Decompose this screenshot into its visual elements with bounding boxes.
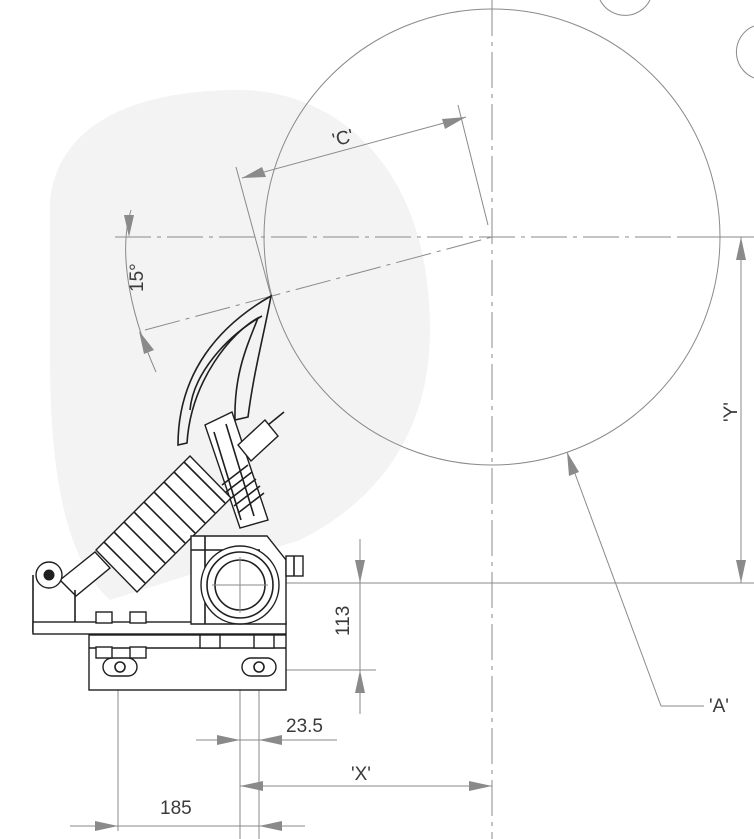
width-arrow-left — [95, 821, 118, 831]
blade-inner-line — [189, 315, 263, 411]
right-slot — [241, 657, 277, 677]
nut-1 — [95, 611, 113, 624]
y-label: 'Y' — [721, 402, 742, 422]
base-plate-top — [32, 621, 287, 635]
y-arrow-top — [736, 237, 746, 260]
rod-cylinder — [237, 418, 279, 463]
c-extension-left — [235, 166, 272, 297]
c-arrow-left — [242, 167, 266, 178]
angled-reference-line — [144, 236, 493, 331]
a-leader-line — [566, 451, 662, 707]
spring-rod — [58, 551, 112, 597]
callout-circle-top — [599, 0, 651, 16]
width-arrow-right — [259, 821, 282, 831]
mechanical-assembly — [32, 294, 304, 691]
nut-5 — [199, 634, 221, 649]
offset-arrow-right — [259, 735, 282, 745]
left-slot-bolt — [114, 661, 126, 673]
nut-6 — [253, 634, 275, 649]
angle-label: 15° — [127, 263, 148, 292]
x-arrow-right — [469, 781, 492, 791]
angle-arrow-top — [124, 215, 134, 237]
c-dimension-line — [241, 116, 467, 179]
height-label: 113 — [333, 606, 354, 636]
offset-arrow-left — [217, 735, 240, 745]
upper-linkage-detail — [213, 423, 255, 521]
nut-4 — [129, 646, 147, 659]
height-arrow-bottom — [355, 670, 365, 693]
angle-arrow-bottom — [139, 331, 154, 354]
c-arrow-right — [442, 117, 466, 129]
a-label: 'A' — [709, 696, 729, 717]
a-leader-arrow — [567, 452, 579, 476]
width-label: 185 — [160, 798, 192, 819]
background-watermark — [50, 90, 430, 600]
offset-label: 23.5 — [286, 716, 323, 737]
height-arrow-top — [355, 560, 365, 583]
tube-mid — [206, 551, 274, 619]
nut-3 — [95, 646, 113, 659]
c-extension-right — [457, 104, 489, 226]
small-spring — [221, 464, 265, 514]
nut-2 — [129, 611, 147, 624]
x-label: 'X' — [351, 764, 371, 785]
callout-circle-right — [735, 25, 754, 79]
left-slot — [102, 657, 138, 677]
pivot-center — [43, 569, 55, 581]
right-slot-bolt — [253, 661, 265, 673]
x-arrow-left — [240, 781, 263, 791]
upper-linkage — [204, 411, 269, 529]
y-arrow-bottom — [736, 560, 746, 583]
